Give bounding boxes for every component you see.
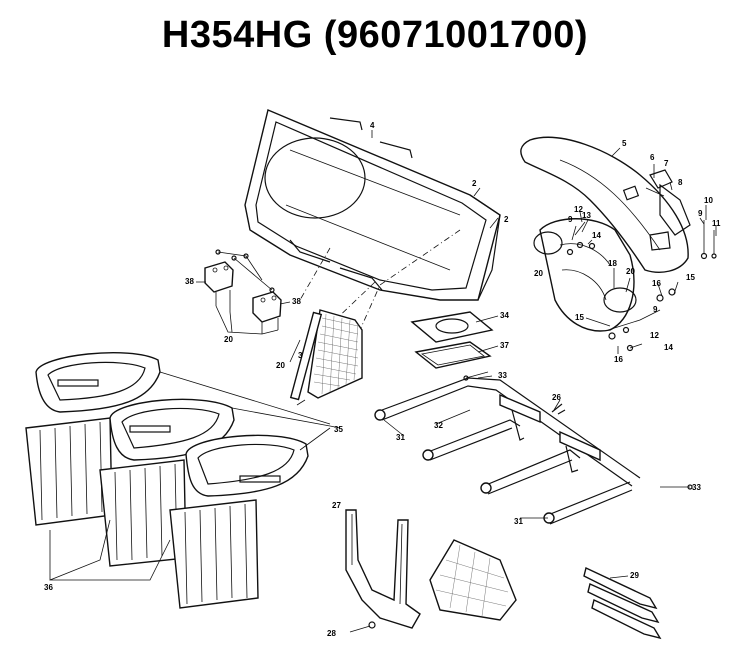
- callout-9-a: 9: [698, 209, 703, 218]
- diagram-title: H354HG (96071001700): [161, 14, 589, 56]
- callout-9-c: 9: [653, 305, 658, 314]
- callout-13: 13: [582, 211, 591, 220]
- grass-bag-right-part[interactable]: [169, 434, 309, 609]
- filter-screen-part[interactable]: [289, 309, 363, 401]
- callout-16-a: 16: [652, 279, 661, 288]
- callout-15-a: 15: [686, 273, 695, 282]
- callout-26: 26: [552, 393, 561, 402]
- discharge-chute-part[interactable]: [520, 136, 691, 332]
- bracket-left-part[interactable]: [204, 261, 234, 293]
- bracket-bolts: [215, 249, 279, 335]
- callout-2-a: 2: [504, 215, 509, 224]
- decal-sheet-part[interactable]: [429, 539, 517, 621]
- callout-34: 34: [500, 311, 509, 320]
- callout-33-b: 33: [692, 483, 701, 492]
- callout-20-a: 20: [534, 269, 543, 278]
- callout-20-b: 20: [626, 267, 635, 276]
- callout-5: 5: [622, 139, 627, 148]
- callout-20-d: 20: [276, 361, 285, 370]
- callout-2-b: 2: [472, 179, 477, 188]
- callout-12-b: 12: [650, 331, 659, 340]
- callout-31-b: 31: [514, 517, 523, 526]
- bracket-right-part[interactable]: [252, 291, 282, 323]
- callout-20-c: 20: [224, 335, 233, 344]
- callout-33-a: 33: [498, 371, 507, 380]
- mulch-blades-part[interactable]: [583, 567, 662, 640]
- callout-11: 11: [712, 219, 721, 228]
- callout-9-b: 9: [568, 215, 573, 224]
- callout-14-a: 14: [592, 231, 601, 240]
- callout-4: 4: [370, 121, 375, 130]
- handle-part[interactable]: [345, 509, 421, 629]
- callout-14-b: 14: [664, 343, 673, 352]
- grass-bag-left-part[interactable]: [25, 351, 161, 526]
- callout-16-b: 16: [614, 355, 623, 364]
- callout-6: 6: [650, 153, 655, 162]
- callout-29: 29: [630, 571, 639, 580]
- gasket-part[interactable]: [410, 311, 494, 343]
- leader-lines: [196, 130, 717, 519]
- bag-top-part[interactable]: [244, 109, 501, 301]
- callout-37: 37: [500, 341, 509, 350]
- callout-labels: 4 5 6 7 8 10 9 11 2 2 12 13 9 14 20 18 2…: [44, 121, 721, 638]
- callout-38-a: 38: [185, 277, 194, 286]
- callout-8: 8: [678, 178, 683, 187]
- callout-10: 10: [704, 196, 713, 205]
- callout-35: 35: [334, 425, 343, 434]
- callout-18: 18: [608, 259, 617, 268]
- callout-12-a: 12: [574, 205, 583, 214]
- frame-bolts: [463, 371, 693, 490]
- callout-38-b: 38: [292, 297, 301, 306]
- callout-32: 32: [434, 421, 443, 430]
- grass-bag-middle-part[interactable]: [99, 398, 235, 567]
- callout-28: 28: [327, 629, 336, 638]
- gasket-frame-part[interactable]: [414, 341, 492, 369]
- callout-3: 3: [298, 351, 303, 360]
- callout-7: 7: [664, 159, 669, 168]
- callout-36: 36: [44, 583, 53, 592]
- callout-27: 27: [332, 501, 341, 510]
- bag-frame-part[interactable]: [374, 377, 641, 525]
- callout-15-b: 15: [575, 313, 584, 322]
- callout-31-a: 31: [396, 433, 405, 442]
